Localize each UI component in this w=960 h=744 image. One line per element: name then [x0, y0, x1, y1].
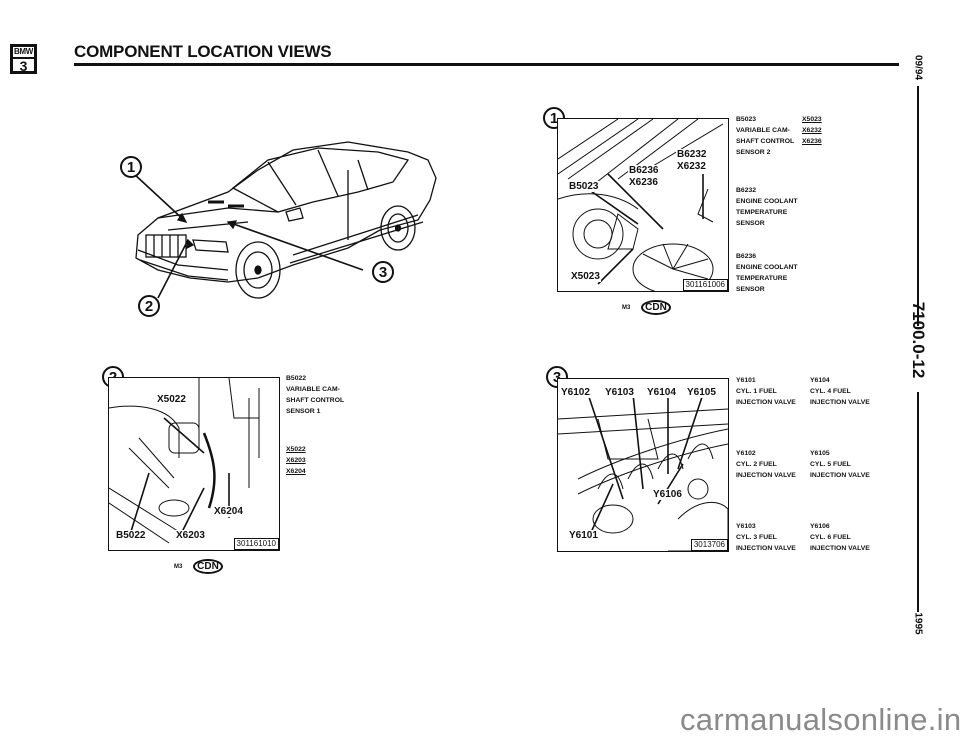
legend-line: TEMPERATURE	[736, 209, 788, 216]
view2-connector-list: X5022 X6203 X6204	[286, 444, 306, 477]
legend-line: INJECTION VALVE	[810, 472, 870, 479]
legend-line: CYL. 2 FUEL	[736, 461, 777, 468]
legend-line: VARIABLE CAM-	[286, 386, 340, 393]
logo-series: 3	[19, 58, 28, 74]
view2-drawing	[109, 378, 260, 544]
margin-rule-top	[917, 86, 919, 326]
legend-line: CYL. 5 FUEL	[810, 461, 851, 468]
view1-legend-b5023: B5023 VARIABLE CAM- SHAFT CONTROL SENSOR…	[736, 114, 794, 158]
legend-code: Y6105	[810, 450, 830, 457]
legend-code: Y6101	[736, 377, 756, 384]
legend-line: INJECTION VALVE	[810, 545, 870, 552]
view1-figure-code: 301161006	[682, 279, 728, 291]
legend-line: ENGINE COOLANT	[736, 198, 798, 205]
legend-line: TEMPERATURE	[736, 275, 788, 282]
legend-line: INJECTION VALVE	[736, 399, 796, 406]
legend-line: SHAFT CONTROL	[736, 138, 795, 145]
connector-code: X6204	[286, 468, 306, 475]
view1-engine-illustration: B6232 X6232 B6236 X6236 B5023 X5023 3011…	[557, 118, 729, 292]
legend-line: SENSOR 2	[736, 149, 771, 156]
view1-label-x5023: X5023	[570, 271, 601, 282]
car-drawing	[132, 141, 437, 299]
connector-code: X6236	[802, 138, 822, 145]
legend-line: SENSOR	[736, 286, 765, 293]
legend-code: Y6106	[810, 523, 830, 530]
view2-model-label: M3	[174, 564, 183, 570]
view2-label-x5022: X5022	[156, 394, 187, 405]
connector-code: X5023	[802, 116, 822, 123]
connector-code: X5022	[286, 446, 306, 453]
legend-line: CYL. 4 FUEL	[810, 388, 851, 395]
callout-3: 3	[372, 261, 394, 283]
connector-code: X6203	[286, 457, 306, 464]
view1-cdn-badge: CDN	[641, 300, 671, 315]
legend-code: B5023	[736, 116, 757, 123]
view1-legend-b6236: B6236 ENGINE COOLANT TEMPERATURE SENSOR	[736, 251, 798, 295]
bmw-3-series-logo: BMW 3	[10, 44, 37, 74]
view3-legend-y6104: Y6104 CYL. 4 FUEL INJECTION VALVE	[810, 375, 870, 408]
view2-label-x6204: X6204	[213, 506, 244, 517]
page-title: COMPONENT LOCATION VIEWS	[74, 42, 332, 61]
view2-legend-b5022: B5022 VARIABLE CAM- SHAFT CONTROL SENSOR…	[286, 373, 344, 417]
view3-engine-illustration: Y6102 Y6103 Y6104 Y6105 Y6106 Y6101 3013…	[557, 378, 729, 552]
view3-legend-y6105: Y6105 CYL. 5 FUEL INJECTION VALVE	[810, 448, 870, 481]
legend-line: CYL. 1 FUEL	[736, 388, 777, 395]
legend-line: SENSOR	[736, 220, 765, 227]
view3-label-y6105: Y6105	[686, 387, 717, 398]
view1-model-label: M3	[622, 305, 631, 311]
view3-label-y6101: Y6101	[568, 530, 599, 541]
view1-label-x6232: X6232	[676, 161, 707, 172]
title-underline	[74, 63, 899, 66]
legend-code: Y6102	[736, 450, 756, 457]
view1-connector-list: X5023 X6232 X6236	[802, 114, 822, 147]
view3-label-y6104: Y6104	[646, 387, 677, 398]
view1-label-b6236: B6236	[628, 165, 660, 176]
legend-code: B5022	[286, 375, 307, 382]
view2-cdn-badge: CDN	[193, 559, 223, 574]
margin-year: 1995	[912, 612, 924, 635]
logo-brand: BMW	[13, 47, 34, 59]
view3-legend-y6103: Y6103 CYL. 3 FUEL INJECTION VALVE	[736, 521, 796, 554]
view2-figure-code: 301161010	[233, 538, 279, 550]
car-overview-illustration: 1 2 3	[118, 130, 448, 320]
view3-label-y6106: Y6106	[652, 489, 683, 500]
legend-line: INJECTION VALVE	[736, 545, 796, 552]
legend-line: CYL. 6 FUEL	[810, 534, 851, 541]
legend-line: INJECTION VALVE	[736, 472, 796, 479]
view3-figure-code: 3013706	[690, 539, 728, 551]
legend-code: Y6103	[736, 523, 756, 530]
legend-code: B6236	[736, 253, 757, 260]
view1-label-b6232: B6232	[676, 149, 708, 160]
legend-line: INJECTION VALVE	[810, 399, 870, 406]
view3-label-y6102: Y6102	[560, 387, 591, 398]
view3-legend-y6102: Y6102 CYL. 2 FUEL INJECTION VALVE	[736, 448, 796, 481]
legend-code: B6232	[736, 187, 757, 194]
legend-code: Y6104	[810, 377, 830, 384]
view1-drawing	[558, 119, 724, 291]
legend-line: VARIABLE CAM-	[736, 127, 790, 134]
watermark-text: carmanualsonline.info	[680, 702, 960, 737]
view3-drawing	[558, 393, 728, 551]
margin-rule-bottom	[917, 392, 919, 612]
callout-1: 1	[120, 156, 142, 178]
callout-2: 2	[138, 295, 160, 317]
view2-engine-illustration: X5022 X6204 B5022 X6203 301161010	[108, 377, 280, 551]
view1-label-b5023: B5023	[568, 181, 600, 192]
legend-line: SENSOR 1	[286, 408, 321, 415]
connector-code: X6232	[802, 127, 822, 134]
view3-legend-y6106: Y6106 CYL. 6 FUEL INJECTION VALVE	[810, 521, 870, 554]
margin-section-number: 7100.0-12	[909, 301, 928, 379]
view2-label-b5022: B5022	[115, 530, 147, 541]
view3-legend-y6101: Y6101 CYL. 1 FUEL INJECTION VALVE	[736, 375, 796, 408]
legend-line: CYL. 3 FUEL	[736, 534, 777, 541]
view1-legend-b6232: B6232 ENGINE COOLANT TEMPERATURE SENSOR	[736, 185, 798, 229]
view3-label-y6103: Y6103	[604, 387, 635, 398]
view1-label-x6236: X6236	[628, 177, 659, 188]
legend-line: ENGINE COOLANT	[736, 264, 798, 271]
view2-label-x6203: X6203	[175, 530, 206, 541]
legend-line: SHAFT CONTROL	[286, 397, 345, 404]
margin-date: 09/94	[912, 54, 924, 81]
